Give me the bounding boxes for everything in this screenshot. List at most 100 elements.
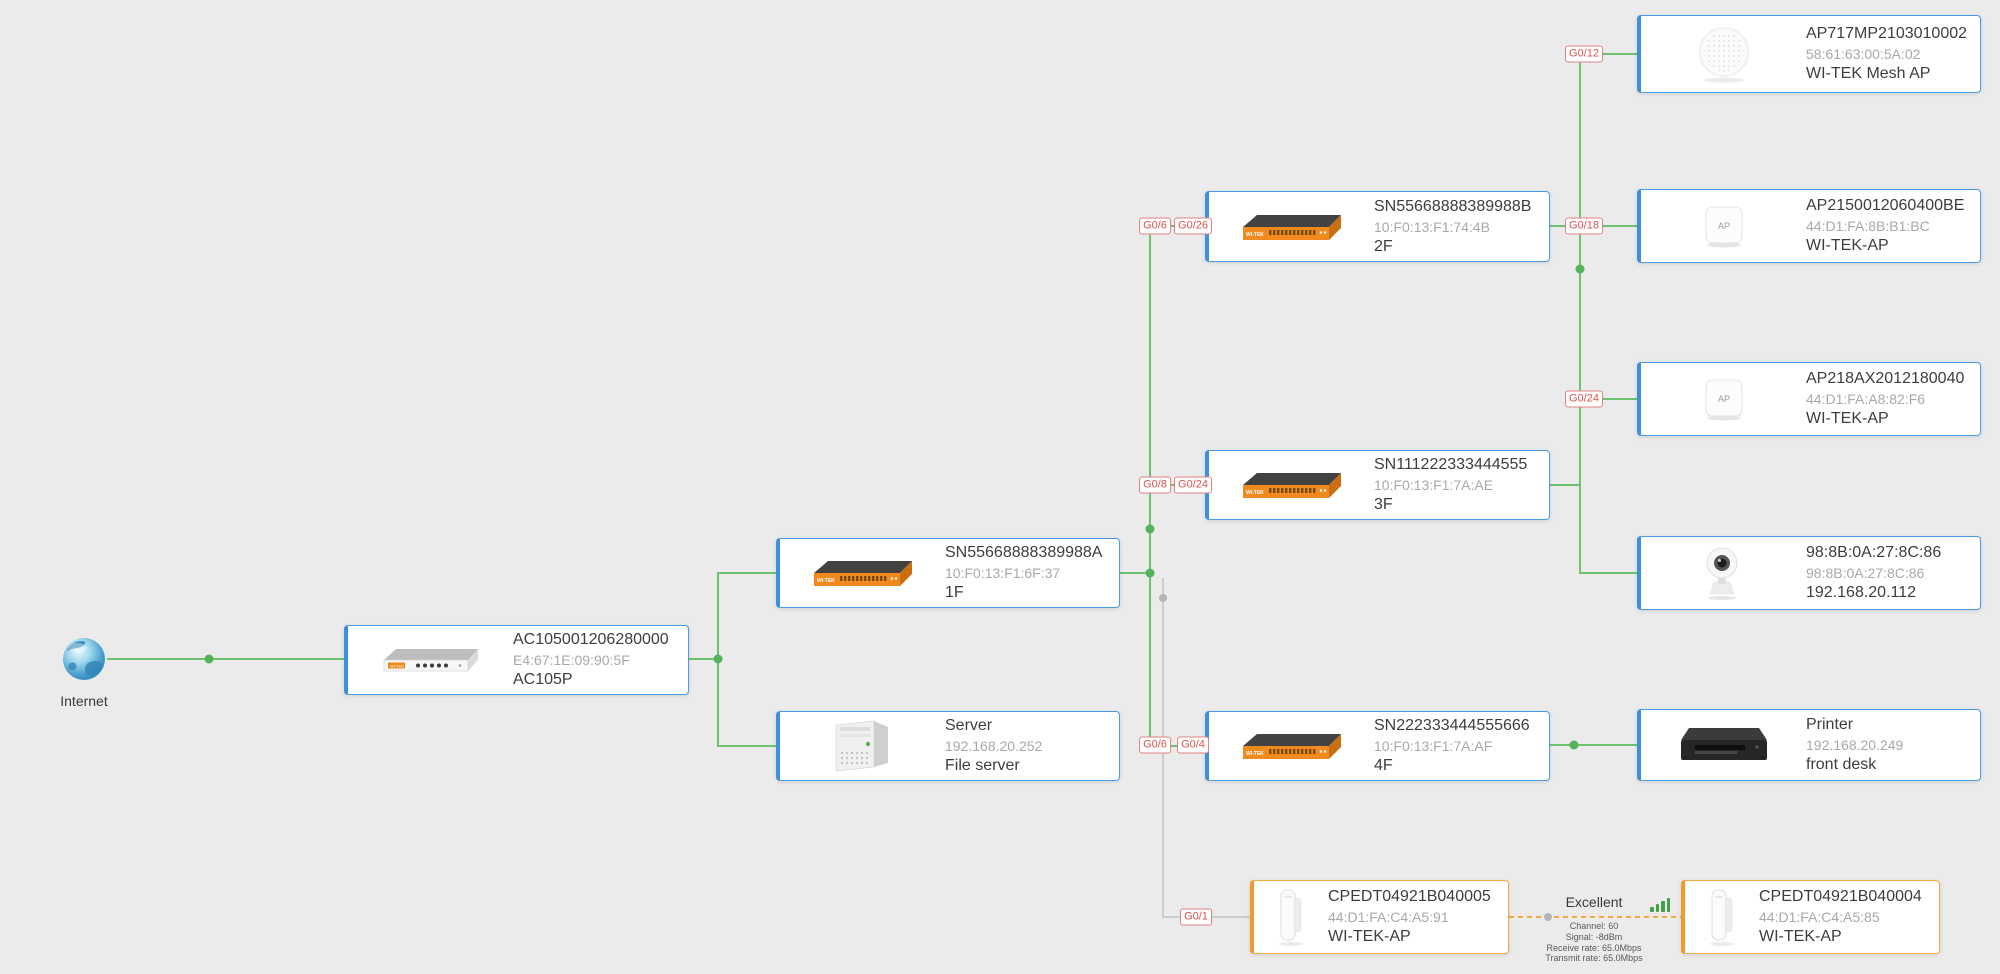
port-label-g0-6-uplink-4f: G0/6 [1139, 736, 1171, 754]
cpe-image [1254, 886, 1328, 948]
device-name: AC105001206280000 [513, 631, 669, 648]
switch-image: WI-TEK [1209, 465, 1374, 505]
wireless-transmit-rate: Transmit rate: 65.0Mbps [1545, 953, 1643, 964]
node-ap218[interactable]: AP AP218AX2012180040 44:D1:FA:A8:82:F6 W… [1637, 362, 1981, 436]
device-label: 3F [1374, 496, 1393, 513]
device-mac: 44:D1:FA:C4:A5:85 [1759, 909, 1880, 925]
link-sw3f-camera [1579, 485, 1637, 574]
mesh-ap-image [1641, 24, 1806, 84]
port-label-g0-24-3f: G0/24 [1174, 476, 1212, 494]
node-camera[interactable]: 98:8B:0A:27:8C:86 98:8B:0A:27:8C:86 192.… [1637, 536, 1981, 610]
device-label: WI-TEK-AP [1806, 410, 1889, 427]
internet-node[interactable]: Internet [54, 633, 114, 709]
svg-text:AP: AP [1717, 221, 1729, 231]
node-cpe-040005[interactable]: CPEDT04921B040005 44:D1:FA:C4:A5:91 WI-T… [1250, 880, 1509, 954]
device-name: SN55668888389988B [1374, 197, 1532, 215]
device-mac: 44:D1:FA:A8:82:F6 [1806, 391, 1926, 407]
svg-text:WI-TEK: WI-TEK [390, 663, 404, 668]
server-image [780, 717, 945, 775]
printer-image [1641, 720, 1806, 770]
device-mac: 44:D1:FA:8B:B1:BC [1806, 218, 1930, 234]
device-mac: 44:D1:FA:C4:A5:91 [1328, 909, 1449, 925]
wireless-quality: Excellent [1565, 894, 1623, 910]
device-name: CPEDT04921B040004 [1759, 888, 1922, 905]
device-name: AP218AX2012180040 [1806, 370, 1965, 387]
device-mac: 98:8B:0A:27:8C:86 [1806, 565, 1925, 581]
device-mac: 10:F0:13:F1:74:4B [1374, 218, 1490, 235]
node-printer[interactable]: Printer 192.168.20.249 front desk [1637, 709, 1981, 781]
node-file-server[interactable]: Server 192.168.20.252 File server [776, 711, 1120, 781]
link-sw1f-sw4f [1149, 573, 1205, 747]
device-name: SN111222333444555 [1374, 456, 1528, 473]
node-switch-1f[interactable]: WI-TEK SN55668888389988A 10:F0:13:F1:6F:… [776, 538, 1120, 608]
device-label: 1F [945, 584, 964, 601]
offline-dots [1159, 594, 1552, 921]
svg-text:WI-TEK: WI-TEK [1246, 751, 1264, 757]
node-cpe-040004[interactable]: CPEDT04921B040004 44:D1:FA:C4:A5:85 WI-T… [1681, 880, 1940, 954]
port-label-g0-1: G0/1 [1180, 908, 1212, 926]
device-label: WI-TEK-AP [1328, 928, 1411, 945]
device-label: WI-TEK Mesh AP [1806, 65, 1931, 82]
junction-dots [204, 264, 1585, 750]
device-label: front desk [1806, 756, 1877, 773]
link-sw3f-ap218 [1550, 398, 1637, 486]
device-mac: 58:61:63:00:5A:02 [1806, 46, 1921, 62]
device-label: WI-TEK-AP [1759, 928, 1842, 945]
switch-image: WI-TEK [780, 553, 945, 593]
internet-label: Internet [60, 693, 108, 709]
wireless-signal: Signal: -8dBm [1565, 931, 1623, 942]
wireless-receive-rate: Receive rate: 65.0Mbps [1546, 942, 1642, 953]
switch-image: WI-TEK [1209, 726, 1374, 766]
port-label-g0-6-uplink-2f: G0/6 [1139, 217, 1171, 235]
cpe-image [1685, 886, 1759, 948]
port-label-g0-12: G0/12 [1565, 45, 1603, 63]
device-label: File server [945, 757, 1020, 774]
svg-text:AP: AP [1717, 394, 1729, 404]
link-ac-sw1f [689, 572, 776, 660]
svg-text:WI-TEK: WI-TEK [817, 578, 835, 584]
device-name: AP717MP2103010002 [1806, 25, 1968, 42]
port-label-g0-26: G0/26 [1174, 217, 1212, 235]
link-sw1f-sw2f [1120, 225, 1205, 574]
port-label-g0-18: G0/18 [1565, 217, 1603, 235]
device-mac: 10:F0:13:F1:7A:AE [1374, 477, 1494, 493]
device-ip: 192.168.20.252 [945, 738, 1043, 754]
port-label-g0-8: G0/8 [1139, 476, 1171, 494]
link-sw2f-meshap [1550, 53, 1637, 227]
device-ip: 192.168.20.112 [1806, 584, 1917, 601]
device-name: Printer [1806, 716, 1854, 733]
device-name: 98:8B:0A:27:8C:86 [1806, 544, 1942, 561]
device-mac: 10:F0:13:F1:6F:37 [945, 565, 1061, 581]
node-switch-3f[interactable]: WI-TEK SN111222333444555 10:F0:13:F1:7A:… [1205, 450, 1550, 520]
port-label-g0-4: G0/4 [1177, 736, 1209, 754]
ap-image: AP [1641, 203, 1806, 249]
node-ap2150[interactable]: AP AP2150012060400BE 44:D1:FA:8B:B1:BC W… [1637, 189, 1981, 263]
device-mac: E4:67:1E:09:90:5F [513, 652, 630, 668]
signal-bars-icon [1650, 897, 1670, 912]
device-name: CPEDT04921B040005 [1328, 888, 1491, 905]
node-mesh-ap[interactable]: AP717MP2103010002 58:61:63:00:5A:02 WI-T… [1637, 15, 1981, 93]
node-switch-4f[interactable]: WI-TEK SN222333444555666 10:F0:13:F1:7A:… [1205, 711, 1550, 781]
router-image: WI-TEK [348, 642, 513, 678]
svg-text:WI-TEK: WI-TEK [1246, 490, 1264, 496]
ap-image: AP [1641, 376, 1806, 422]
device-label: 4F [1374, 757, 1393, 774]
device-label: WI-TEK-AP [1806, 237, 1889, 254]
svg-text:WI-TEK: WI-TEK [1246, 232, 1264, 238]
device-name: SN55668888389988A [945, 544, 1103, 561]
device-label: 2F [1374, 237, 1393, 255]
camera-image [1641, 544, 1806, 602]
node-switch-2f[interactable]: WI-TEK SN55668888389988B 10:F0:13:F1:74:… [1205, 191, 1550, 262]
device-mac: 10:F0:13:F1:7A:AF [1374, 738, 1493, 754]
wireless-channel: Channel: 60 [1569, 921, 1619, 931]
device-name: SN222333444555666 [1374, 717, 1530, 734]
device-name: AP2150012060400BE [1806, 197, 1965, 214]
device-ip: 192.168.20.249 [1806, 737, 1904, 753]
device-label: AC105P [513, 671, 573, 688]
node-ac-controller[interactable]: WI-TEK AC105001206280000 E4:67:1E:09:90:… [344, 625, 689, 695]
internet-globe-icon [63, 638, 105, 680]
link-ac-server [717, 659, 776, 747]
link-sw3f-cpe5 [1162, 578, 1250, 918]
